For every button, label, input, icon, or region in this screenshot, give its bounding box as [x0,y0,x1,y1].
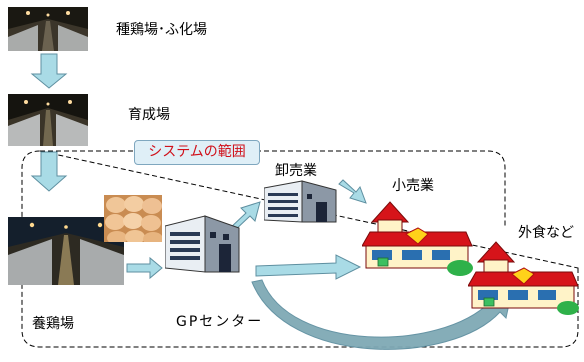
curved-arrow-gp-to-food-service [251,279,513,350]
diagonal-arrow-wholesale-to-retail [338,179,367,204]
gp-center-label: GPセンター [176,314,264,330]
egg-tray-icon [104,195,162,242]
retail-label: 小売業 [392,178,434,194]
down-arrow-1 [30,53,68,89]
breeding-farm-photo [8,7,88,51]
system-scope-badge: システムの範囲 [134,140,260,165]
right-arrow-gp-to-retail [255,254,362,280]
food-service-store-icon [468,241,579,315]
wholesale-building-icon [264,180,337,223]
gp-center-building-icon [165,215,240,273]
food-service-label: 外食など [518,225,574,241]
layer-farm-photo [8,217,124,285]
retail-store-icon [362,201,473,276]
rearing-farm-photo [8,94,88,146]
rearing-farm-label: 育成場 [128,107,170,123]
breeding-farm-label: 種鶏場･ふ化場 [116,22,207,38]
down-arrow-2 [30,151,68,192]
right-arrow-farm-to-gp [126,256,163,280]
wholesale-label: 卸売業 [275,163,317,179]
layer-farm-label: 養鶏場 [32,316,74,332]
